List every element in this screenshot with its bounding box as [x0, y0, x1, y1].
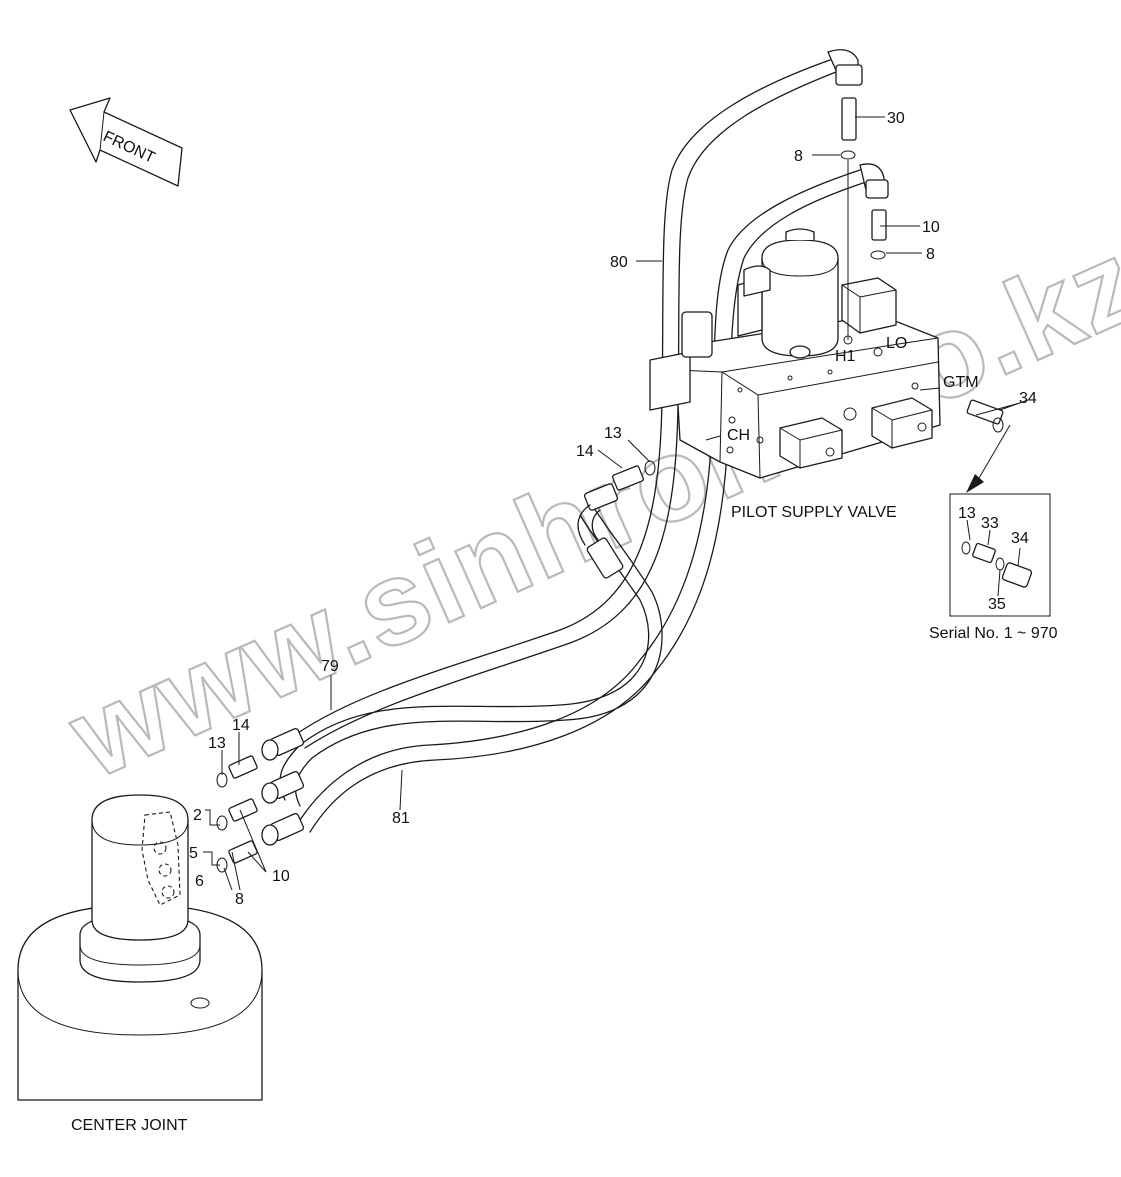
front-arrow-icon: FRONT	[69, 97, 183, 187]
valve-side-fittings	[577, 399, 1004, 579]
inset-label-13: 13	[958, 505, 976, 522]
part-number-14-valve: 14	[576, 443, 594, 460]
inset-label-35: 35	[988, 596, 1006, 613]
port-label-ch: CH	[727, 427, 750, 444]
part-number-2: 2	[193, 807, 202, 824]
part-number-13-left: 13	[208, 735, 226, 752]
hose-81	[299, 169, 867, 833]
adapters-left	[216, 755, 258, 873]
part-number-13-valve: 13	[604, 425, 622, 442]
port-label-gtm: GTM	[943, 374, 979, 391]
part-number-10-left: 10	[272, 868, 290, 885]
part-number-8-top: 8	[794, 148, 803, 165]
inset-label-33: 33	[981, 515, 999, 532]
center-joint-drawing	[17, 794, 263, 1101]
part-number-81: 81	[392, 810, 410, 827]
part-number-79: 79	[321, 658, 339, 675]
leader-lines	[203, 116, 1029, 891]
part-number-34-main: 34	[1019, 390, 1037, 407]
hose-end-fittings-left	[261, 727, 305, 846]
part-number-6: 6	[195, 873, 204, 890]
part-number-8-mid: 8	[926, 246, 935, 263]
part-number-14-left: 14	[232, 717, 250, 734]
part-number-8-left: 8	[235, 891, 244, 908]
inset-label-34: 34	[1011, 530, 1029, 547]
part-number-5: 5	[189, 845, 198, 862]
port-label-lo: LO	[886, 335, 907, 352]
caption-pilot-supply-valve: PILOT SUPPLY VALVE	[731, 504, 897, 521]
pilot-supply-valve-drawing	[649, 228, 941, 479]
inset-pointer-arrow-icon	[966, 424, 1011, 493]
part-number-30: 30	[887, 110, 905, 127]
port-label-h1: H1	[835, 348, 856, 365]
part-number-10-top: 10	[922, 219, 940, 236]
caption-center-joint: CENTER JOINT	[71, 1117, 188, 1134]
serial-inset-box	[949, 493, 1051, 617]
part-number-80: 80	[610, 254, 628, 271]
caption-serial: Serial No. 1 ~ 970	[929, 625, 1058, 642]
top-fittings	[827, 49, 889, 260]
hose-80	[294, 59, 837, 749]
